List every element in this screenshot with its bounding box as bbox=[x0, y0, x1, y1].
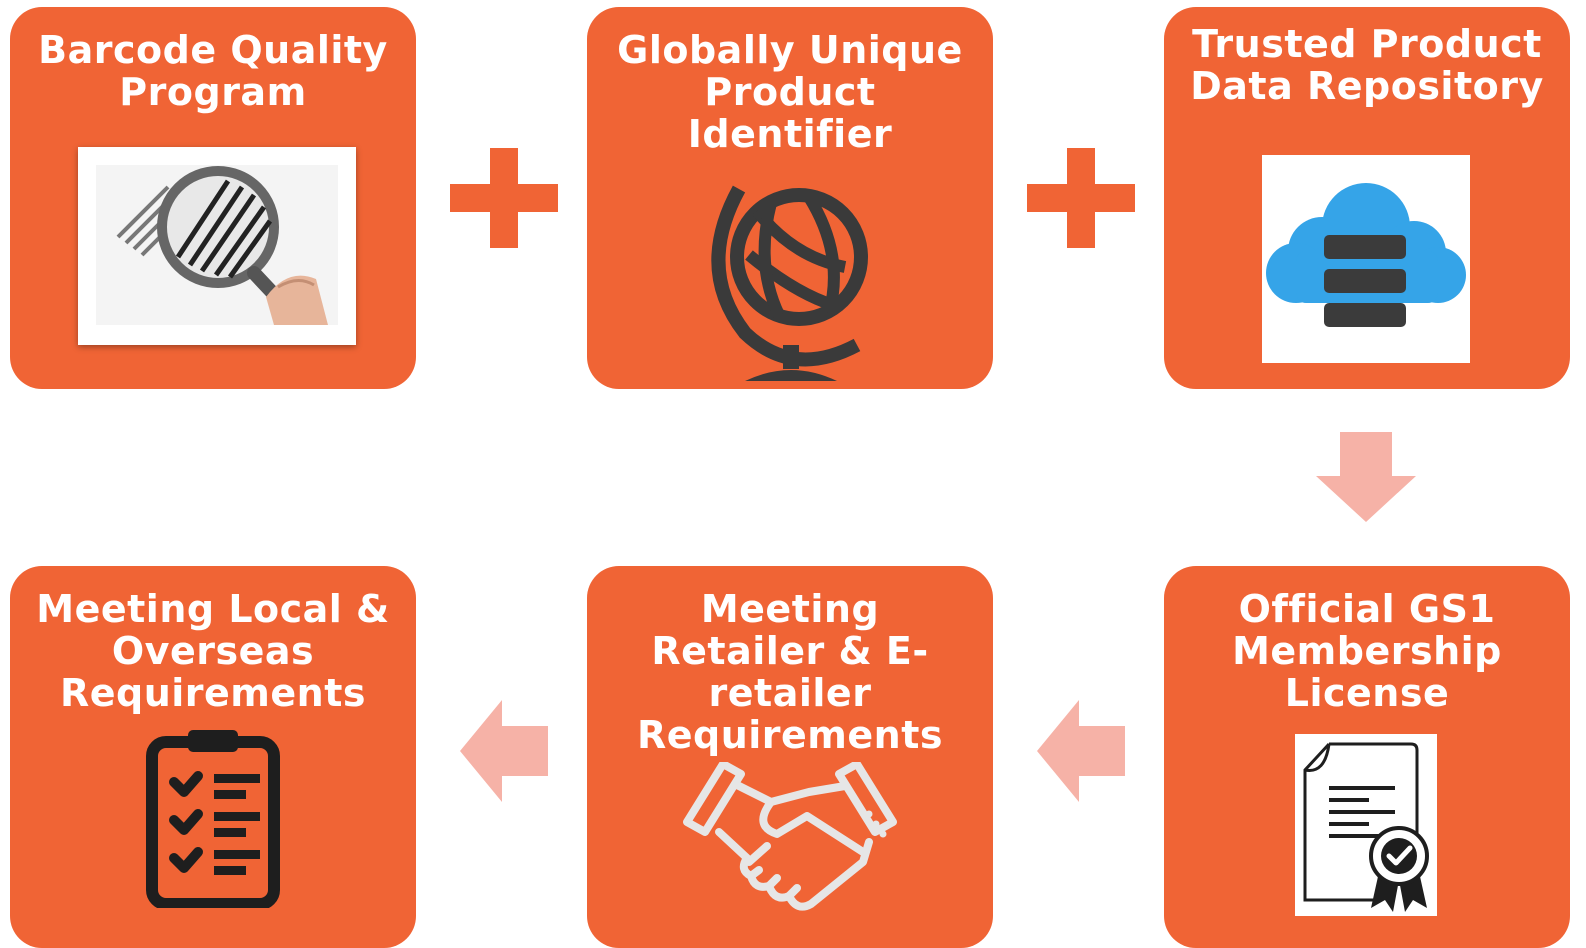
arrow-left-icon bbox=[1037, 700, 1125, 802]
arrow-left-icon bbox=[460, 700, 548, 802]
card-gs1-license: Official GS1 Membership License bbox=[1164, 566, 1570, 948]
card-title: Meeting Retailer & E- retailer Requireme… bbox=[636, 587, 944, 757]
checklist-clipboard-icon bbox=[146, 728, 280, 910]
certificate-icon bbox=[1295, 734, 1437, 916]
card-title: Trusted Product Data Repository bbox=[1190, 22, 1544, 108]
card-retailer-requirements: Meeting Retailer & E- retailer Requireme… bbox=[587, 566, 993, 948]
card-title: Globally Unique Product Identifier bbox=[617, 28, 963, 156]
magnifier-barcode-photo bbox=[78, 147, 356, 345]
globe-icon bbox=[697, 169, 887, 381]
handshake-icon bbox=[679, 760, 901, 922]
card-data-repository: Trusted Product Data Repository bbox=[1164, 7, 1570, 389]
card-barcode-quality: Barcode Quality Program bbox=[10, 7, 416, 389]
card-title: Barcode Quality Program bbox=[38, 28, 388, 114]
cloud-database-icon bbox=[1262, 155, 1470, 363]
card-title: Official GS1 Membership License bbox=[1232, 587, 1502, 715]
arrow-down-icon bbox=[1316, 432, 1416, 522]
card-title: Meeting Local & Overseas Requirements bbox=[36, 587, 390, 715]
plus-icon bbox=[1027, 148, 1135, 248]
card-unique-identifier: Globally Unique Product Identifier bbox=[587, 7, 993, 389]
card-local-overseas: Meeting Local & Overseas Requirements bbox=[10, 566, 416, 948]
plus-icon bbox=[450, 148, 558, 248]
